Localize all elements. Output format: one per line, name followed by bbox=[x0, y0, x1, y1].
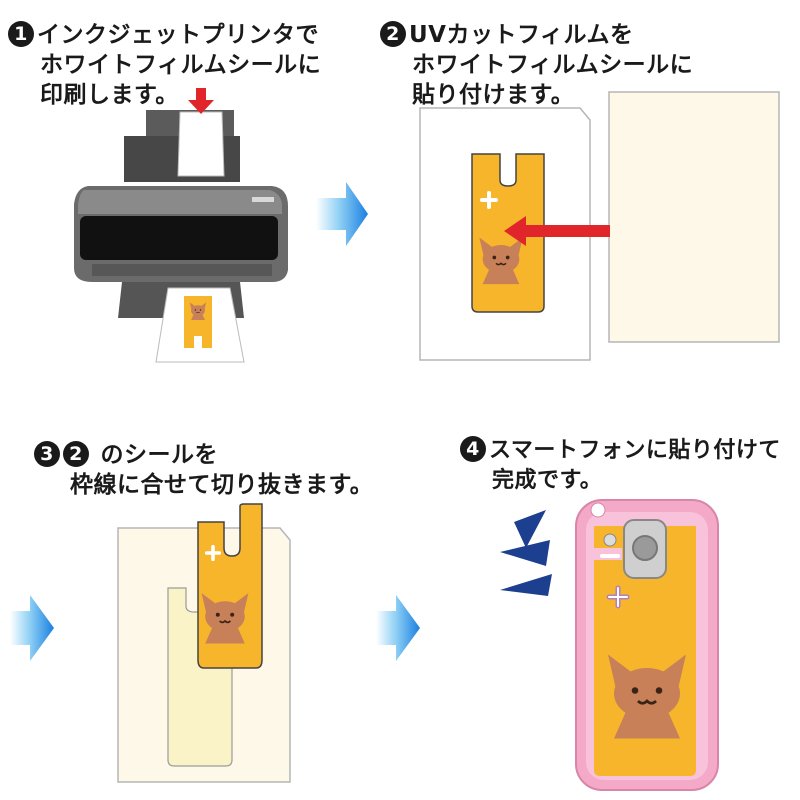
smartphone-icon bbox=[575, 499, 719, 791]
uv-cut-film bbox=[608, 91, 780, 343]
apply-arrow-icon bbox=[504, 216, 610, 246]
cat-sticker-icon bbox=[184, 296, 212, 348]
step-number-badge: 1 bbox=[8, 21, 34, 47]
flow-arrow-icon bbox=[316, 182, 368, 246]
printer-icon bbox=[74, 88, 288, 363]
flow-arrow-icon bbox=[376, 595, 420, 661]
caption-line: のシールを bbox=[100, 442, 219, 468]
caption-line: 貼り付けます。 bbox=[412, 82, 575, 108]
caption-line: インクジェットプリンタで bbox=[37, 22, 319, 48]
step-number-badge: 3 bbox=[34, 441, 60, 467]
cat-sticker-icon bbox=[197, 503, 263, 669]
flow-arrow-icon bbox=[10, 595, 54, 661]
caption-line: 枠線に合せて切り抜きます。 bbox=[70, 472, 374, 498]
feed-arrow-icon bbox=[188, 88, 214, 114]
white-film-sheet bbox=[419, 107, 591, 361]
step-number-badge: 2 bbox=[380, 21, 406, 47]
caption-line: 印刷します。 bbox=[40, 82, 179, 108]
caption-line: ホワイトフィルムシールに bbox=[40, 52, 322, 78]
caption-line: スマートフォンに貼り付けて bbox=[489, 438, 781, 463]
motion-lines-icon bbox=[500, 510, 552, 596]
step-number-badge: 4 bbox=[460, 436, 486, 462]
step-number-badge: 2 bbox=[63, 441, 89, 467]
caption-line: ホワイトフィルムシールに bbox=[412, 52, 694, 78]
plus-icon bbox=[606, 585, 630, 609]
caption-line: 完成です。 bbox=[492, 468, 603, 493]
caption-line: UVカットフィルムを bbox=[409, 22, 634, 48]
